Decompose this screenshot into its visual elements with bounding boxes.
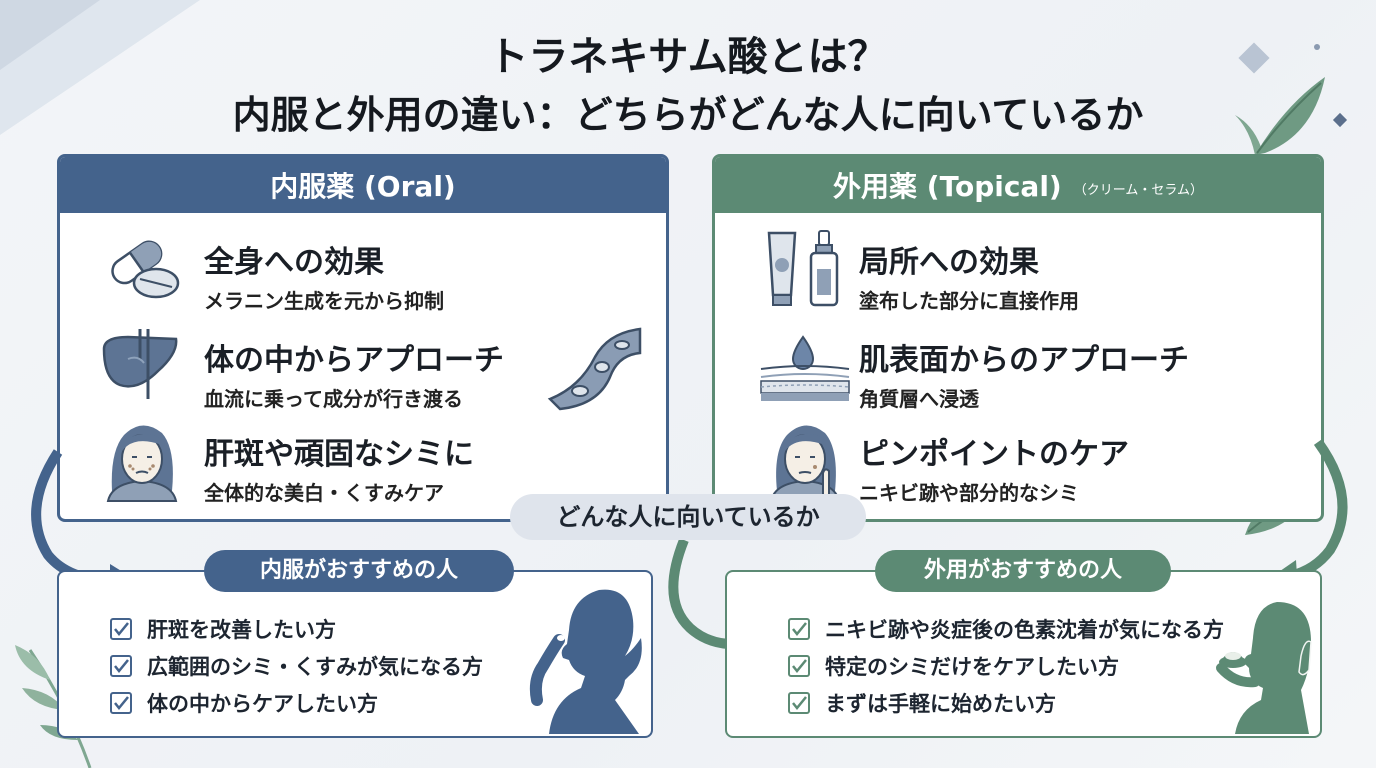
oral-panel: 内服薬 (Oral) 全身への効果 メラニン生成を元から抑制 体の中からアプロー… <box>57 154 669 522</box>
topical-item-2: 肌表面からのアプローチ 角質層へ浸透 <box>859 335 1189 412</box>
woman-face-icon <box>106 425 178 502</box>
topical-recommend-text-2: 特定のシミだけをケアしたい方 <box>825 655 1119 679</box>
topical-recommend-box: 外用がおすすめの人 ニキビ跡や炎症後の色素沈着が気になる方 特定のシミだけをケア… <box>725 550 1322 738</box>
oral-recommend-box: 内服がおすすめの人 肝斑を改善したい方 広範囲のシミ・くすみが気になる方 体の中… <box>57 550 653 738</box>
center-arrow-icon <box>668 538 741 650</box>
checkbox-icon <box>110 655 132 677</box>
liver-icon <box>102 329 178 399</box>
oral-item-1-desc: メラニン生成を元から抑制 <box>204 289 444 313</box>
corner-decoration-inner <box>0 0 100 70</box>
oral-item-3: 肝斑や頑固なシミに 全体的な美白・くすみケア <box>204 429 474 506</box>
leaf-decoration-icon <box>1235 42 1348 155</box>
oral-recommend-text-2: 広範囲のシミ・くすみが気になる方 <box>147 655 483 679</box>
blood-vessel-icon <box>547 327 642 411</box>
pills-icon <box>111 240 180 299</box>
checkbox-icon <box>788 618 810 640</box>
oral-item-3-title: 肝斑や頑固なシミに <box>204 437 474 472</box>
woman-taking-pill-icon <box>529 589 642 734</box>
oral-item-1-title: 全身への効果 <box>204 245 384 280</box>
oral-item-3-desc: 全体的な美白・くすみケア <box>204 481 444 505</box>
topical-header-sub: （クリーム・セラム） <box>1073 182 1203 198</box>
oral-panel-header: 内服薬 (Oral) <box>60 157 666 213</box>
checkbox-icon <box>110 618 132 640</box>
skin-layer-icon <box>760 335 850 401</box>
checkbox-icon <box>110 692 132 714</box>
topical-item-1-desc: 塗布した部分に直接作用 <box>859 289 1079 313</box>
topical-recommend-label: 外用がおすすめの人 <box>875 550 1171 592</box>
oral-recommend-text-1: 肝斑を改善したい方 <box>147 618 336 642</box>
topical-panel: 外用薬 (Topical) （クリーム・セラム） 局所への効果 塗布した部分に直… <box>712 154 1324 522</box>
woman-applying-cream-icon <box>1216 602 1312 734</box>
topical-panel-header: 外用薬 (Topical) （クリーム・セラム） <box>715 157 1321 213</box>
oral-item-2-title: 体の中からアプローチ <box>204 343 504 378</box>
oral-recommend-text-3: 体の中からケアしたい方 <box>147 692 378 716</box>
checkbox-icon <box>788 692 810 714</box>
topical-item-2-title: 肌表面からのアプローチ <box>859 343 1189 378</box>
oral-recommend-item-2: 広範囲のシミ・くすみが気になる方 <box>109 651 483 681</box>
oral-recommend-item-1: 肝斑を改善したい方 <box>109 614 336 644</box>
tube-bottle-icon <box>767 230 839 307</box>
topical-recommend-text-3: まずは手軽に始めたい方 <box>825 692 1056 716</box>
oral-item-1: 全身への効果 メラニン生成を元から抑制 <box>204 237 444 314</box>
topical-item-1: 局所への効果 塗布した部分に直接作用 <box>859 237 1079 314</box>
topical-item-3-desc: ニキビ跡や部分的なシミ <box>859 481 1079 505</box>
checkbox-icon <box>788 655 810 677</box>
oral-header-label: 内服薬 (Oral) <box>270 170 456 203</box>
oral-arrow-icon <box>31 449 119 586</box>
topical-item-1-title: 局所への効果 <box>859 245 1039 280</box>
oral-item-2: 体の中からアプローチ 血流に乗って成分が行き渡る <box>204 335 504 412</box>
topical-item-2-desc: 角質層へ浸透 <box>859 387 979 411</box>
topical-recommend-item-1: ニキビ跡や炎症後の色素沈着が気になる方 <box>787 614 1224 644</box>
oral-recommend-item-3: 体の中からケアしたい方 <box>109 688 378 718</box>
topical-recommend-item-2: 特定のシミだけをケアしたい方 <box>787 651 1119 681</box>
oral-item-2-desc: 血流に乗って成分が行き渡る <box>204 387 463 411</box>
page-subtitle: 内服と外用の違い：どちらがどんな人に向いているか <box>232 93 1144 137</box>
page-title: トラネキサム酸とは？ <box>488 34 888 80</box>
topical-recommend-item-3: まずは手軽に始めたい方 <box>787 688 1056 718</box>
center-question-pill: どんな人に向いているか <box>510 494 866 540</box>
topical-recommend-text-1: ニキビ跡や炎症後の色素沈着が気になる方 <box>825 618 1224 642</box>
topical-item-3-title: ピンポイントのケア <box>859 437 1129 472</box>
topical-item-3: ピンポイントのケア ニキビ跡や部分的なシミ <box>859 429 1129 506</box>
topical-arrow-icon <box>1288 439 1348 581</box>
topical-header-label: 外用薬 (Topical) <box>833 170 1062 203</box>
oral-recommend-label: 内服がおすすめの人 <box>204 550 514 592</box>
